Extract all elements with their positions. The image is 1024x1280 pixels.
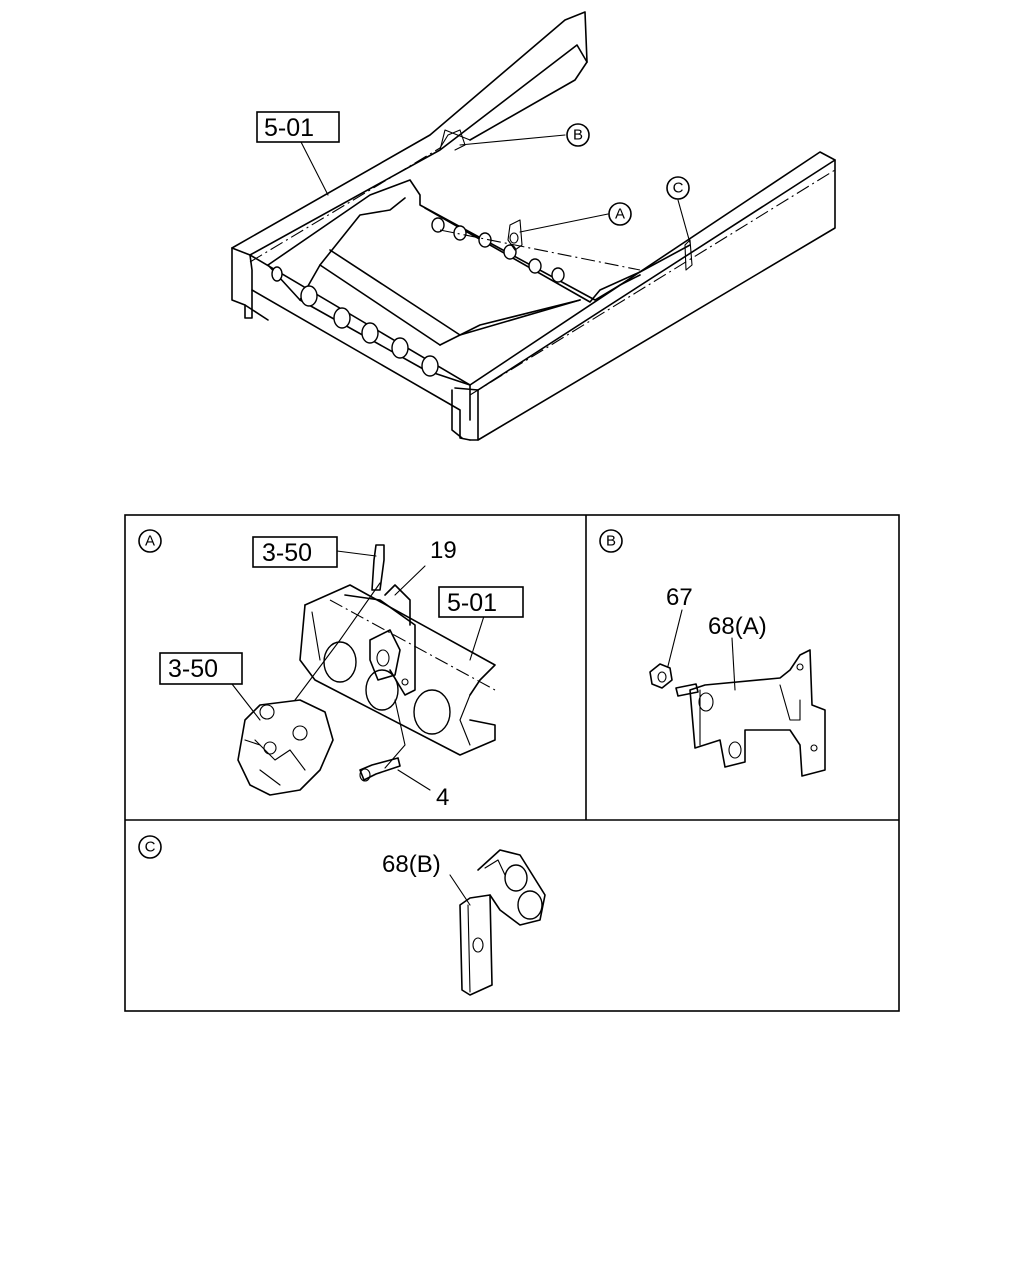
detail-a-ref-upper-box xyxy=(252,536,338,568)
detail-a: A 3-50 xyxy=(138,529,524,811)
detail-c-tag-circle xyxy=(138,835,162,859)
detail-a-ref-lower-box xyxy=(159,652,243,685)
detail-panels-frame xyxy=(124,514,900,1012)
frame-ref-label: 5-01 xyxy=(264,114,314,142)
detail-b-part-67: 67 xyxy=(666,584,693,611)
detail-a-ref-lower: 3-50 xyxy=(168,655,218,683)
detail-b: B 67 68(A) xyxy=(599,529,826,777)
callout-b-label: B xyxy=(573,127,583,144)
detail-a-ref-upper: 3-50 xyxy=(262,539,312,567)
callout-c-circle xyxy=(666,176,690,200)
chassis-frame-drawing: 5-01 B A C xyxy=(231,11,836,441)
callout-c-label: C xyxy=(673,180,684,197)
detail-a-part-4: 4 xyxy=(436,784,449,811)
callout-a-label: A xyxy=(615,206,625,223)
detail-b-part-68a: 68(A) xyxy=(708,613,767,640)
detail-b-tag: B xyxy=(606,533,616,550)
callout-a-circle xyxy=(608,202,632,226)
detail-a-tag-circle xyxy=(138,529,162,553)
callout-b-circle xyxy=(566,123,590,147)
detail-a-part-19: 19 xyxy=(430,537,457,564)
detail-c-part-68b: 68(B) xyxy=(382,851,441,878)
detail-c: C 68(B) xyxy=(138,835,546,996)
detail-c-tag: C xyxy=(145,839,156,856)
detail-a-ref-frame-box xyxy=(438,586,524,618)
detail-a-ref-frame: 5-01 xyxy=(447,589,497,617)
detail-b-tag-circle xyxy=(599,529,623,553)
frame-ref-box xyxy=(256,111,340,143)
detail-a-tag: A xyxy=(145,533,155,550)
